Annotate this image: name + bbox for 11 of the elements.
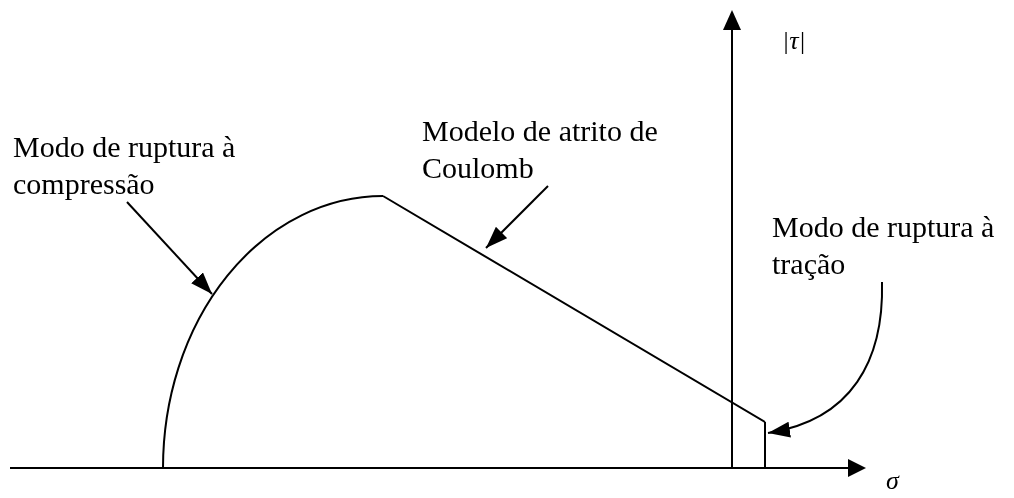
annotation-text: Modo de ruptura à compressão <box>13 128 268 202</box>
tau-axis-label: |τ| <box>782 28 806 54</box>
coulomb-friction-line <box>382 195 766 423</box>
leader-arrow <box>767 281 883 437</box>
leader-arrow <box>126 201 213 295</box>
tension-cutoff-line <box>764 421 766 469</box>
annotation-text: Modo de ruptura à tração <box>772 208 1010 282</box>
annotation-text: Modelo de atrito de Coulomb <box>422 112 692 186</box>
leader-arrow <box>485 185 549 249</box>
sigma-axis-label: σ <box>886 468 899 494</box>
compression-failure-arc <box>162 195 384 469</box>
